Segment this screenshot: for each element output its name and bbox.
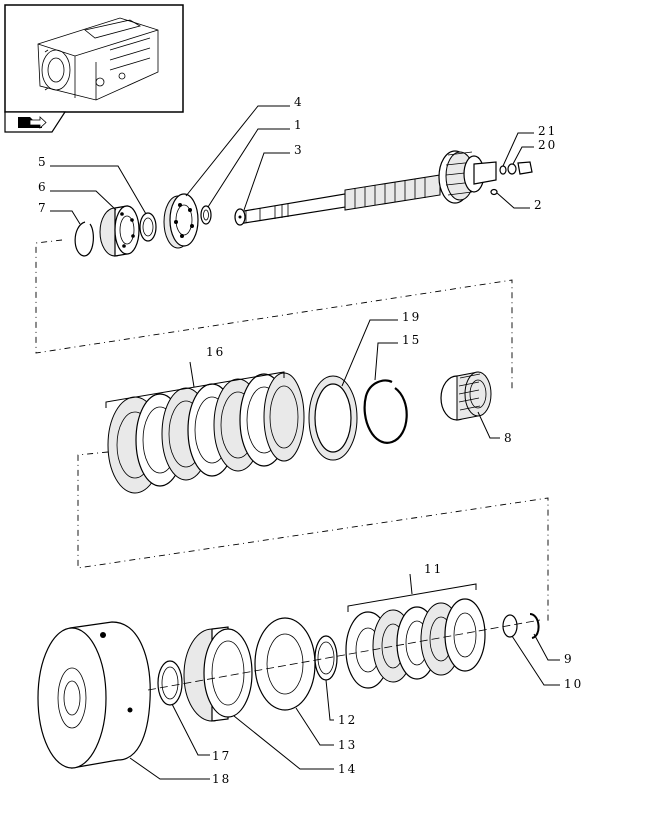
callout-12[interactable]: 12 bbox=[338, 713, 357, 727]
callout-1[interactable]: 1 bbox=[294, 118, 304, 132]
part-9-circlip[interactable] bbox=[529, 613, 540, 639]
callout-17[interactable]: 17 bbox=[212, 749, 231, 763]
leader-lines bbox=[50, 105, 560, 780]
callout-13[interactable]: 13 bbox=[338, 738, 357, 752]
part-1-snap-ring[interactable] bbox=[200, 205, 212, 225]
part-5-washer[interactable] bbox=[139, 212, 157, 242]
callout-15[interactable]: 15 bbox=[402, 333, 421, 347]
callout-16[interactable]: 16 bbox=[206, 345, 225, 359]
part-13-plate[interactable] bbox=[254, 617, 316, 711]
callout-7[interactable]: 7 bbox=[38, 201, 48, 215]
part-6-bearing[interactable] bbox=[99, 205, 140, 257]
part-2-pin[interactable] bbox=[490, 188, 498, 196]
transmission-housing-thumbnail bbox=[37, 17, 159, 101]
callout-18[interactable]: 18 bbox=[212, 772, 231, 786]
input-shaft[interactable] bbox=[234, 150, 497, 226]
callout-19[interactable]: 19 bbox=[402, 310, 421, 324]
book-arrow-icon bbox=[18, 116, 47, 129]
assembly-boundaries bbox=[35, 239, 549, 622]
nav-book-button[interactable] bbox=[4, 111, 67, 133]
callout-labels: 4 1 3 5 6 7 21 20 2 16 19 15 8 11 9 10 1… bbox=[38, 95, 583, 786]
part-11-disc-pack[interactable] bbox=[345, 598, 486, 689]
part-4-bearing[interactable] bbox=[163, 193, 199, 249]
callout-2[interactable]: 2 bbox=[534, 198, 544, 212]
part-17-ring[interactable] bbox=[157, 660, 183, 706]
callout-9[interactable]: 9 bbox=[564, 652, 574, 666]
callout-8[interactable]: 8 bbox=[504, 431, 514, 445]
part-7-circlip[interactable] bbox=[74, 221, 94, 257]
part-10-ring[interactable] bbox=[502, 614, 518, 638]
part-15-snap-ring[interactable] bbox=[363, 379, 408, 444]
part-18-clutch-drum[interactable] bbox=[37, 621, 151, 769]
callout-21[interactable]: 21 bbox=[538, 124, 557, 138]
part-8-splined-hub[interactable] bbox=[440, 371, 492, 421]
callout-5[interactable]: 5 bbox=[38, 155, 48, 169]
part-19-friction-disc[interactable] bbox=[308, 375, 358, 461]
callout-3[interactable]: 3 bbox=[294, 143, 304, 157]
part-14-piston[interactable] bbox=[183, 626, 253, 722]
thumbnail-frame[interactable] bbox=[4, 4, 184, 113]
callout-20[interactable]: 20 bbox=[538, 138, 557, 152]
callout-14[interactable]: 14 bbox=[338, 762, 357, 776]
callout-4[interactable]: 4 bbox=[294, 95, 304, 109]
callout-6[interactable]: 6 bbox=[38, 180, 48, 194]
part-20-21-fittings[interactable] bbox=[499, 161, 533, 175]
callout-11[interactable]: 11 bbox=[424, 562, 443, 576]
callout-10[interactable]: 10 bbox=[564, 677, 583, 691]
part-16-clutch-disc-pack[interactable] bbox=[107, 372, 305, 494]
